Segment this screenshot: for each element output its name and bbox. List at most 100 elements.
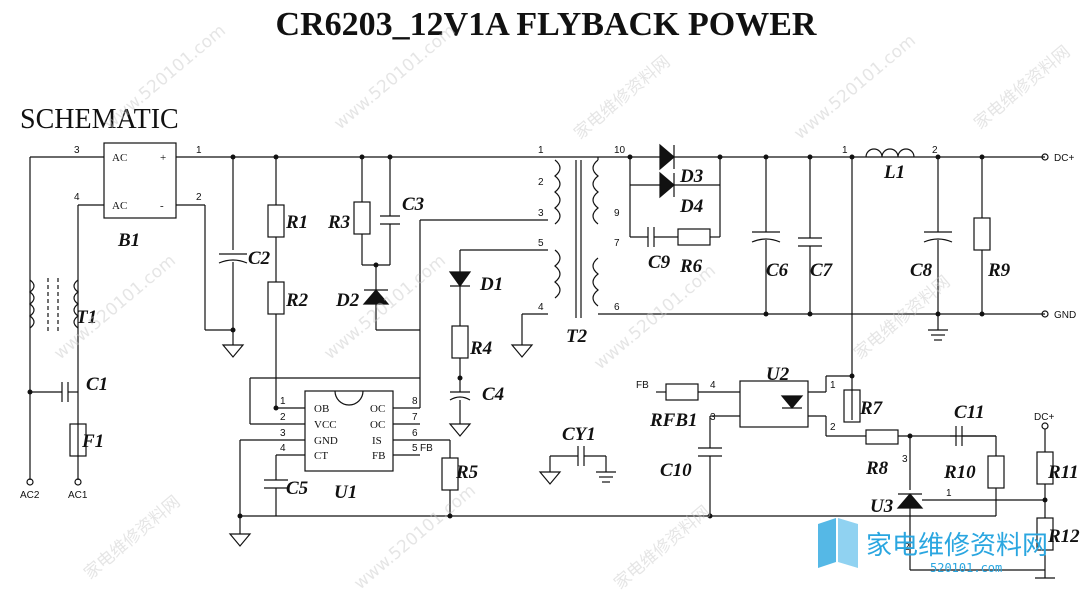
u1-pin-is: IS [372,435,382,447]
pin-number: 8 [412,396,418,407]
net-dc-plus: DC+ [1054,153,1074,164]
pin-number: 1 [538,145,544,156]
book-icon [818,518,836,568]
watermark-text: 家电维修资料网 [570,52,674,144]
label-r4: R4 [469,338,492,359]
label-r11: R11 [1047,462,1079,483]
site-logo: 家电维修资料网 520101.com [818,518,1048,575]
label-c11: C11 [954,402,985,423]
pin-number: 2 [904,542,910,553]
label-u2: U2 [766,364,790,385]
bridge-pin-ac2: AC [112,200,127,212]
label-t1: T1 [76,307,97,328]
logo-url: 520101.com [930,561,1002,575]
net-ac1: AC1 [68,490,88,501]
label-rfb1: RFB1 [649,410,698,431]
watermark-text: www.520101.com [330,21,459,134]
net-gnd: GND [1054,310,1076,321]
label-c1: C1 [86,374,108,395]
u1-pin-vcc: VCC [314,419,337,431]
pin-number: 9 [614,208,620,219]
label-f1: F1 [81,431,104,452]
pin-number: 2 [280,412,286,423]
label-c8: C8 [910,260,933,281]
pin-number: 3 [280,428,286,439]
label-c2: C2 [248,248,271,269]
pin-number: 2 [932,145,938,156]
pin-number: 4 [74,192,80,203]
pin-number: 1 [946,488,952,499]
pin-number: 7 [614,238,620,249]
u1-pin-ob: OB [314,403,329,415]
pin-number: 1 [280,396,286,407]
bridge-pin-plus: + [160,152,166,164]
label-c4: C4 [482,384,504,405]
bridge-pin-minus: - [160,200,164,212]
u1-pin-fb: FB [372,450,385,462]
pin-number: 3 [902,454,908,465]
u1-pin-gnd: GND [314,435,338,447]
label-d1: D1 [479,274,503,295]
label-c7: C7 [810,260,834,281]
page-title: CR6203_12V1A FLYBACK POWER [275,6,817,43]
label-d2: D2 [335,290,360,311]
u1-pin-oc7: OC [370,419,385,431]
label-t2: T2 [566,326,588,347]
bridge-pin-ac1: AC [112,152,127,164]
net-fb: FB [636,380,649,391]
pin-number: 7 [412,412,418,423]
watermark-text: www.520101.com [350,481,479,594]
label-d3: D3 [679,166,703,187]
label-l1: L1 [883,162,905,183]
u1-pin-oc8: OC [370,403,385,415]
label-c9: C9 [648,252,671,273]
pin-number: 1 [196,145,202,156]
watermark-text: 家电维修资料网 [80,492,184,584]
logo-text: 家电维修资料网 [866,531,1048,561]
pin-number: 3 [538,208,544,219]
label-r12: R12 [1047,526,1080,547]
label-r1: R1 [285,212,308,233]
pin-number: 5 [412,443,418,454]
label-u1: U1 [334,482,357,503]
watermark-text: www.520101.com [50,251,179,364]
label-r6: R6 [679,256,703,277]
pin-number: 1 [830,380,836,391]
label-r2: R2 [285,290,309,311]
label-r10: R10 [943,462,976,483]
watermark-text: www.520101.com [100,21,229,134]
schematic-subtitle: SCHEMATIC [20,104,179,135]
label-c6: C6 [766,260,789,281]
u1-pin-ct: CT [314,450,328,462]
pin-number: 10 [614,145,626,156]
label-c3: C3 [402,194,424,215]
label-cy1: CY1 [562,424,596,445]
label-c10: C10 [660,460,692,481]
pin-number: 3 [710,412,716,423]
pin-number: 4 [710,380,716,391]
pin-number: 3 [74,145,80,156]
net-ac2: AC2 [20,490,40,501]
watermark-text: 家电维修资料网 [970,42,1074,134]
net-fb-pin: FB [420,443,433,454]
pin-number: 4 [538,302,544,313]
label-b1: B1 [117,230,140,251]
pin-number: 2 [830,422,836,433]
watermark-text: www.520101.com [790,31,919,144]
label-r3: R3 [327,212,350,233]
label-r7: R7 [859,398,884,419]
label-r9: R9 [987,260,1011,281]
label-r8: R8 [865,458,889,479]
pin-number: 2 [196,192,202,203]
pin-number: 5 [538,238,544,249]
watermark-text: 家电维修资料网 [850,272,954,364]
pin-number: 1 [842,145,848,156]
label-c5: C5 [286,478,309,499]
pin-number: 2 [538,177,544,188]
bridge-b1-body [103,142,177,219]
label-d4: D4 [679,196,703,217]
pin-number: 4 [280,443,286,454]
net-dc-plus-2: DC+ [1034,412,1054,423]
pin-number: 6 [614,302,620,313]
